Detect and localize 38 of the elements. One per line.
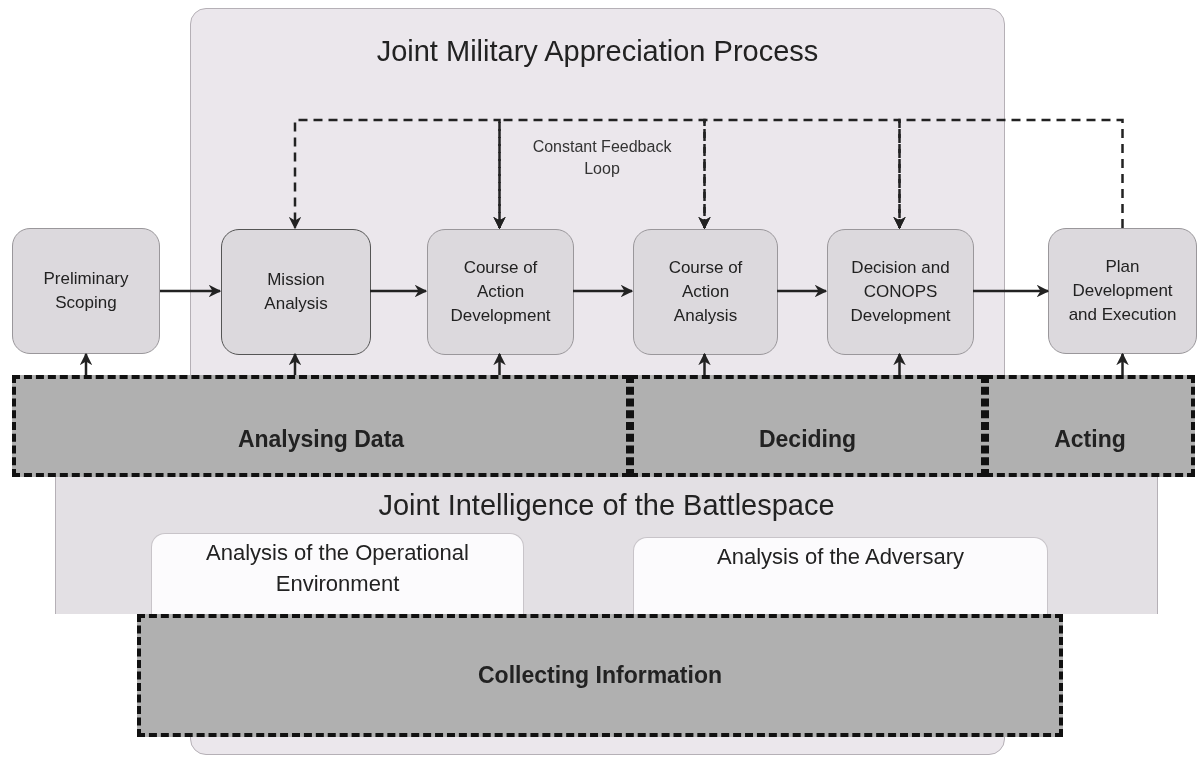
node-label: Preliminary Scoping [42, 268, 130, 314]
process-box [633, 229, 778, 355]
node-label: Analysis of the Adversary [716, 543, 965, 571]
phase-band [137, 614, 1063, 737]
process-box [1048, 228, 1197, 354]
node-label: Analysis of the Operational Environment [205, 539, 470, 598]
arrow [160, 284, 222, 298]
node-label: Acting [1054, 424, 1126, 454]
arrow [288, 352, 302, 375]
arrow [79, 352, 93, 375]
process-box [427, 229, 574, 355]
phase-band [985, 375, 1195, 477]
panel-title: Joint Intelligence of the Battlespace [378, 488, 835, 523]
panel [55, 477, 1158, 614]
process-box [12, 228, 160, 354]
node-label: Analysing Data [237, 424, 405, 454]
node-label: Mission Analysis [263, 269, 329, 315]
analysis-panel [151, 533, 524, 614]
arrow [493, 352, 506, 375]
arrow [893, 352, 906, 375]
node-label: Course of Action Development [449, 257, 552, 327]
process-box [221, 229, 371, 355]
panel-title: Joint Military Appreciation Process [376, 34, 819, 69]
arrow [370, 284, 428, 298]
analysis-panel [633, 537, 1048, 614]
arrow [973, 284, 1050, 298]
node-label: Course of Action Analysis [667, 257, 744, 327]
arrow [1116, 352, 1129, 375]
arrow [698, 352, 711, 375]
node-label: Deciding [758, 424, 857, 454]
arrow [573, 284, 634, 298]
feedback-arrow [288, 118, 506, 230]
arrow [777, 284, 828, 298]
node-label: Collecting Information [477, 661, 723, 691]
phase-band [12, 375, 630, 477]
node-label: Decision and CONOPS Development [849, 257, 952, 327]
process-box [827, 229, 974, 355]
node-label: Plan Development and Execution [1067, 256, 1178, 326]
